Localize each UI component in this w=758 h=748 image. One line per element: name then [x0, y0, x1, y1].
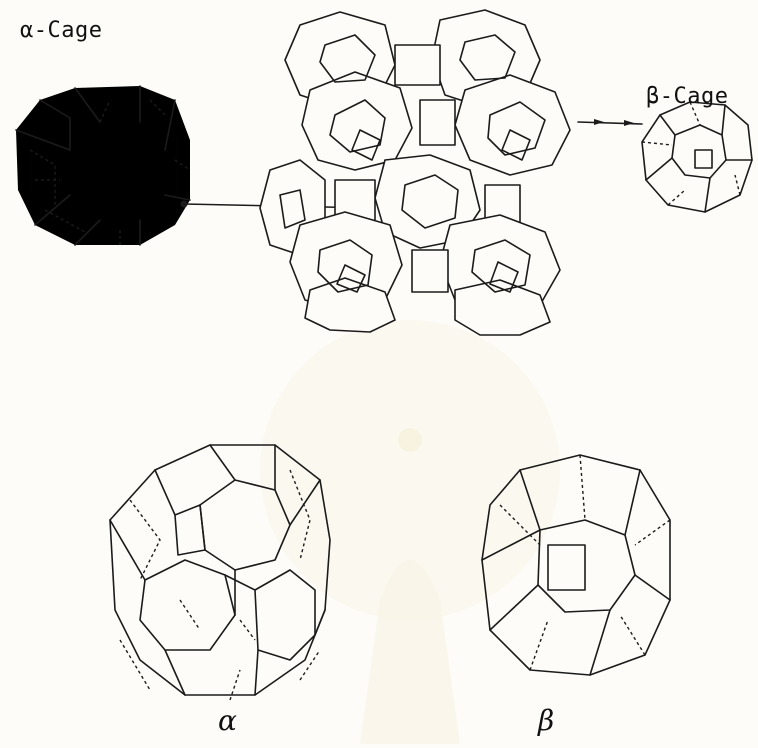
beta-connector-arrow: [578, 119, 642, 126]
alpha-label: α: [218, 704, 237, 737]
beta-cage-small: [642, 102, 752, 212]
watermark-emblem: [260, 320, 560, 744]
alpha-cage-small: [16, 86, 190, 245]
alpha-cage-label: α-Cage: [20, 18, 102, 43]
faujasite-framework: [260, 10, 570, 335]
beta-label: β: [538, 704, 554, 737]
beta-cage-label: β-Cage: [646, 84, 728, 109]
